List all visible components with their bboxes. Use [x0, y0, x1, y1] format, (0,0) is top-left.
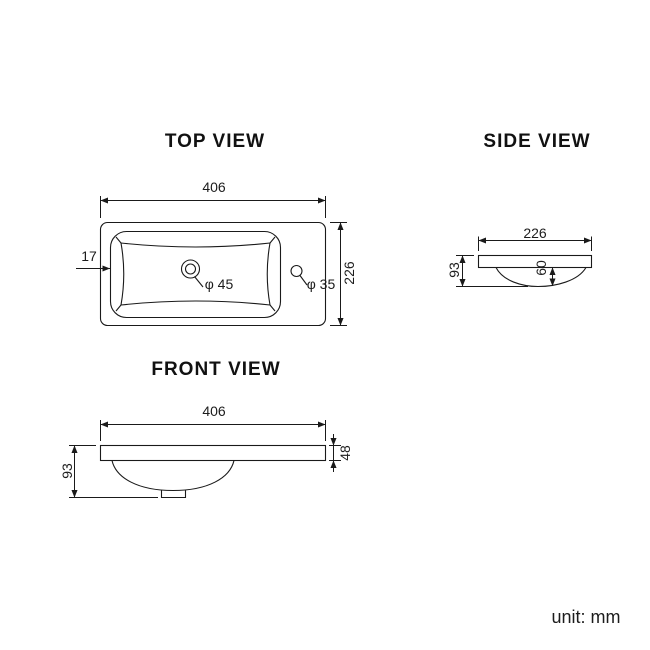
- side-bowl-outline: [495, 267, 587, 288]
- front-deck-thickness-dimension: [329, 434, 341, 472]
- front-deck-outline: [99, 444, 327, 462]
- front-height-dimension: [69, 445, 158, 498]
- dim-front-width: 406: [202, 403, 226, 419]
- front-bowl-outline: [111, 460, 235, 492]
- side-depth-dimension: [478, 236, 592, 251]
- dim-overflow-hole: φ 35: [306, 276, 336, 292]
- dim-faucet-hole: φ 45: [204, 276, 234, 292]
- faucet-hole-inner: [184, 263, 197, 275]
- top-width-dimension: [100, 196, 326, 218]
- drain-stub-outline: [160, 490, 187, 499]
- side-deck-outline: [477, 254, 593, 269]
- faucet-leader-line: [194, 276, 204, 288]
- dim-top-width: 406: [202, 179, 226, 195]
- side-view-drawing: [456, 236, 593, 288]
- front-view-drawing: [69, 420, 341, 499]
- basin-rim: [109, 230, 282, 319]
- top-view-drawing: [76, 196, 347, 327]
- front-view-title: FRONT VIEW: [151, 359, 281, 380]
- side-height-dimension: [456, 255, 528, 287]
- dim-side-height: 93: [446, 262, 462, 278]
- top-depth-dimension: [330, 222, 347, 326]
- dim-side-depth: 226: [523, 225, 547, 241]
- basin-outer-outline: [99, 221, 327, 327]
- front-width-dimension: [100, 420, 326, 441]
- faucet-hole: [180, 259, 201, 279]
- unit-label: unit: mm: [551, 607, 621, 627]
- dim-top-rim-offset: 17: [81, 248, 97, 264]
- dim-side-bowl-depth: 60: [533, 260, 549, 276]
- dim-front-height: 93: [59, 463, 75, 479]
- top-view-title: TOP VIEW: [164, 131, 266, 152]
- bowl-corner-lines: [115, 236, 276, 312]
- dim-front-deck-thickness: 48: [337, 445, 353, 461]
- overflow-hole: [290, 264, 303, 278]
- drawing-lines: [69, 196, 593, 499]
- basin-bowl-contour: [120, 242, 271, 306]
- side-view-title: SIDE VIEW: [483, 131, 591, 152]
- overflow-leader-line: [299, 275, 308, 286]
